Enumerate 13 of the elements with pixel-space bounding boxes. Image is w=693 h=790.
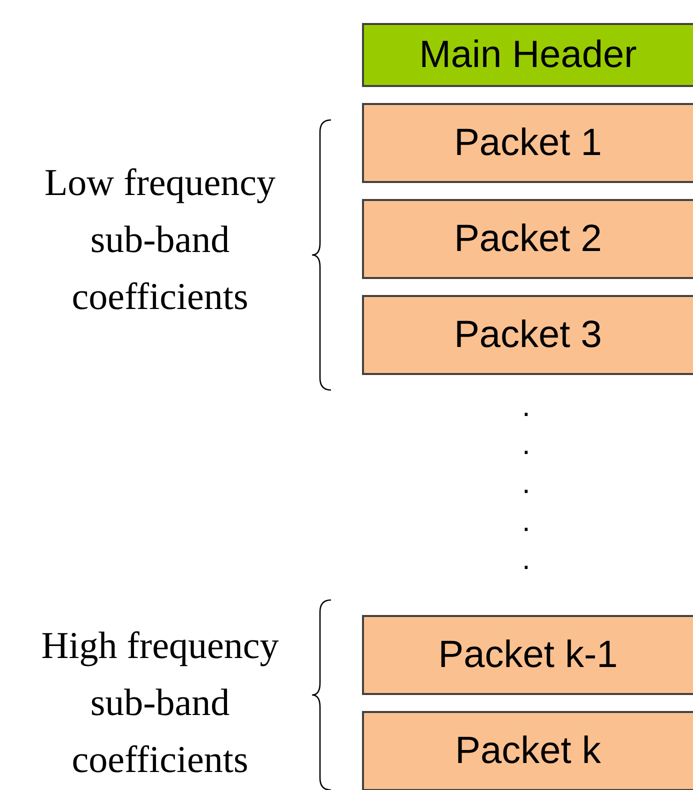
packet-box: Packet 3 [362, 295, 693, 375]
packet-box: Packet 1 [362, 103, 693, 183]
header-box: Main Header [362, 23, 693, 87]
group-label: High frequency sub-band coefficients [40, 624, 280, 783]
packet-box: Packet k-1 [362, 615, 693, 695]
group-label: Low frequency sub-band coefficients [43, 161, 277, 320]
ellipsis-dot: . [522, 392, 530, 422]
ellipsis-dot: . [522, 507, 530, 537]
ellipsis-dot: . [522, 469, 530, 499]
packet-box: Packet k [362, 711, 693, 790]
packet-box: Packet 2 [362, 199, 693, 279]
ellipsis-dot: . [522, 545, 530, 575]
ellipsis-dot: . [522, 430, 530, 460]
